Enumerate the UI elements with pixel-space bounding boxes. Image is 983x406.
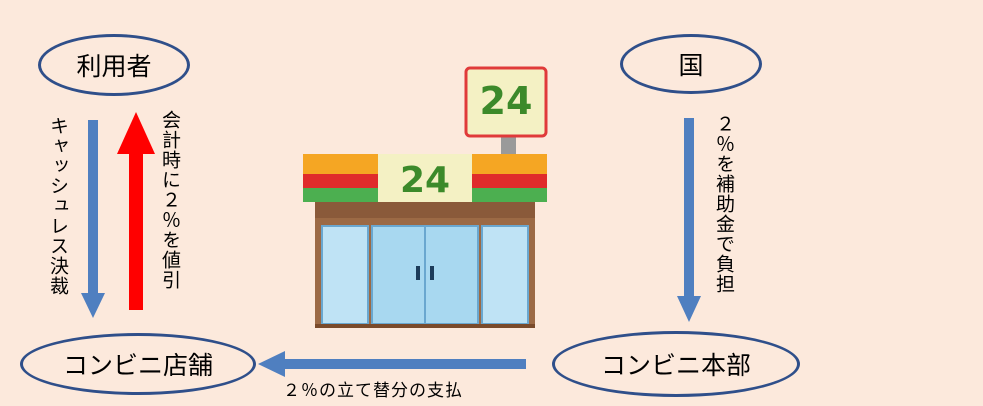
flow-payment-label: ２％の立て替分の支払 [283,381,463,401]
discount-arrow [117,112,155,310]
convenience-store-illustration: 24 24 [303,66,548,328]
fascia-sign-number: 24 [400,160,450,201]
door-handle-left [416,266,420,280]
node-hq: コンビニ本部 [552,331,800,397]
payment-arrow [258,351,526,377]
node-user: 利用者 [38,34,190,96]
node-country: 国 [620,34,762,94]
pole-sign-board [464,66,548,138]
subsidy-arrow [677,118,701,322]
flow-cashless-label: キャッシュレス決裁 [47,116,69,296]
node-store: コンビニ店舗 [20,333,256,395]
door-handle-right [430,266,434,280]
flow-subsidy-label: ２％を補助金で負担 [713,114,735,294]
window-right [481,225,529,325]
flow-discount-label: 会計時に２％を値引 [159,110,181,290]
pole-sign-number: 24 [480,79,533,123]
cashless-arrow [81,120,105,318]
fascia-sign [378,154,472,202]
window-left [321,225,369,325]
sign-pole [501,136,516,158]
fascia-band [315,202,535,218]
